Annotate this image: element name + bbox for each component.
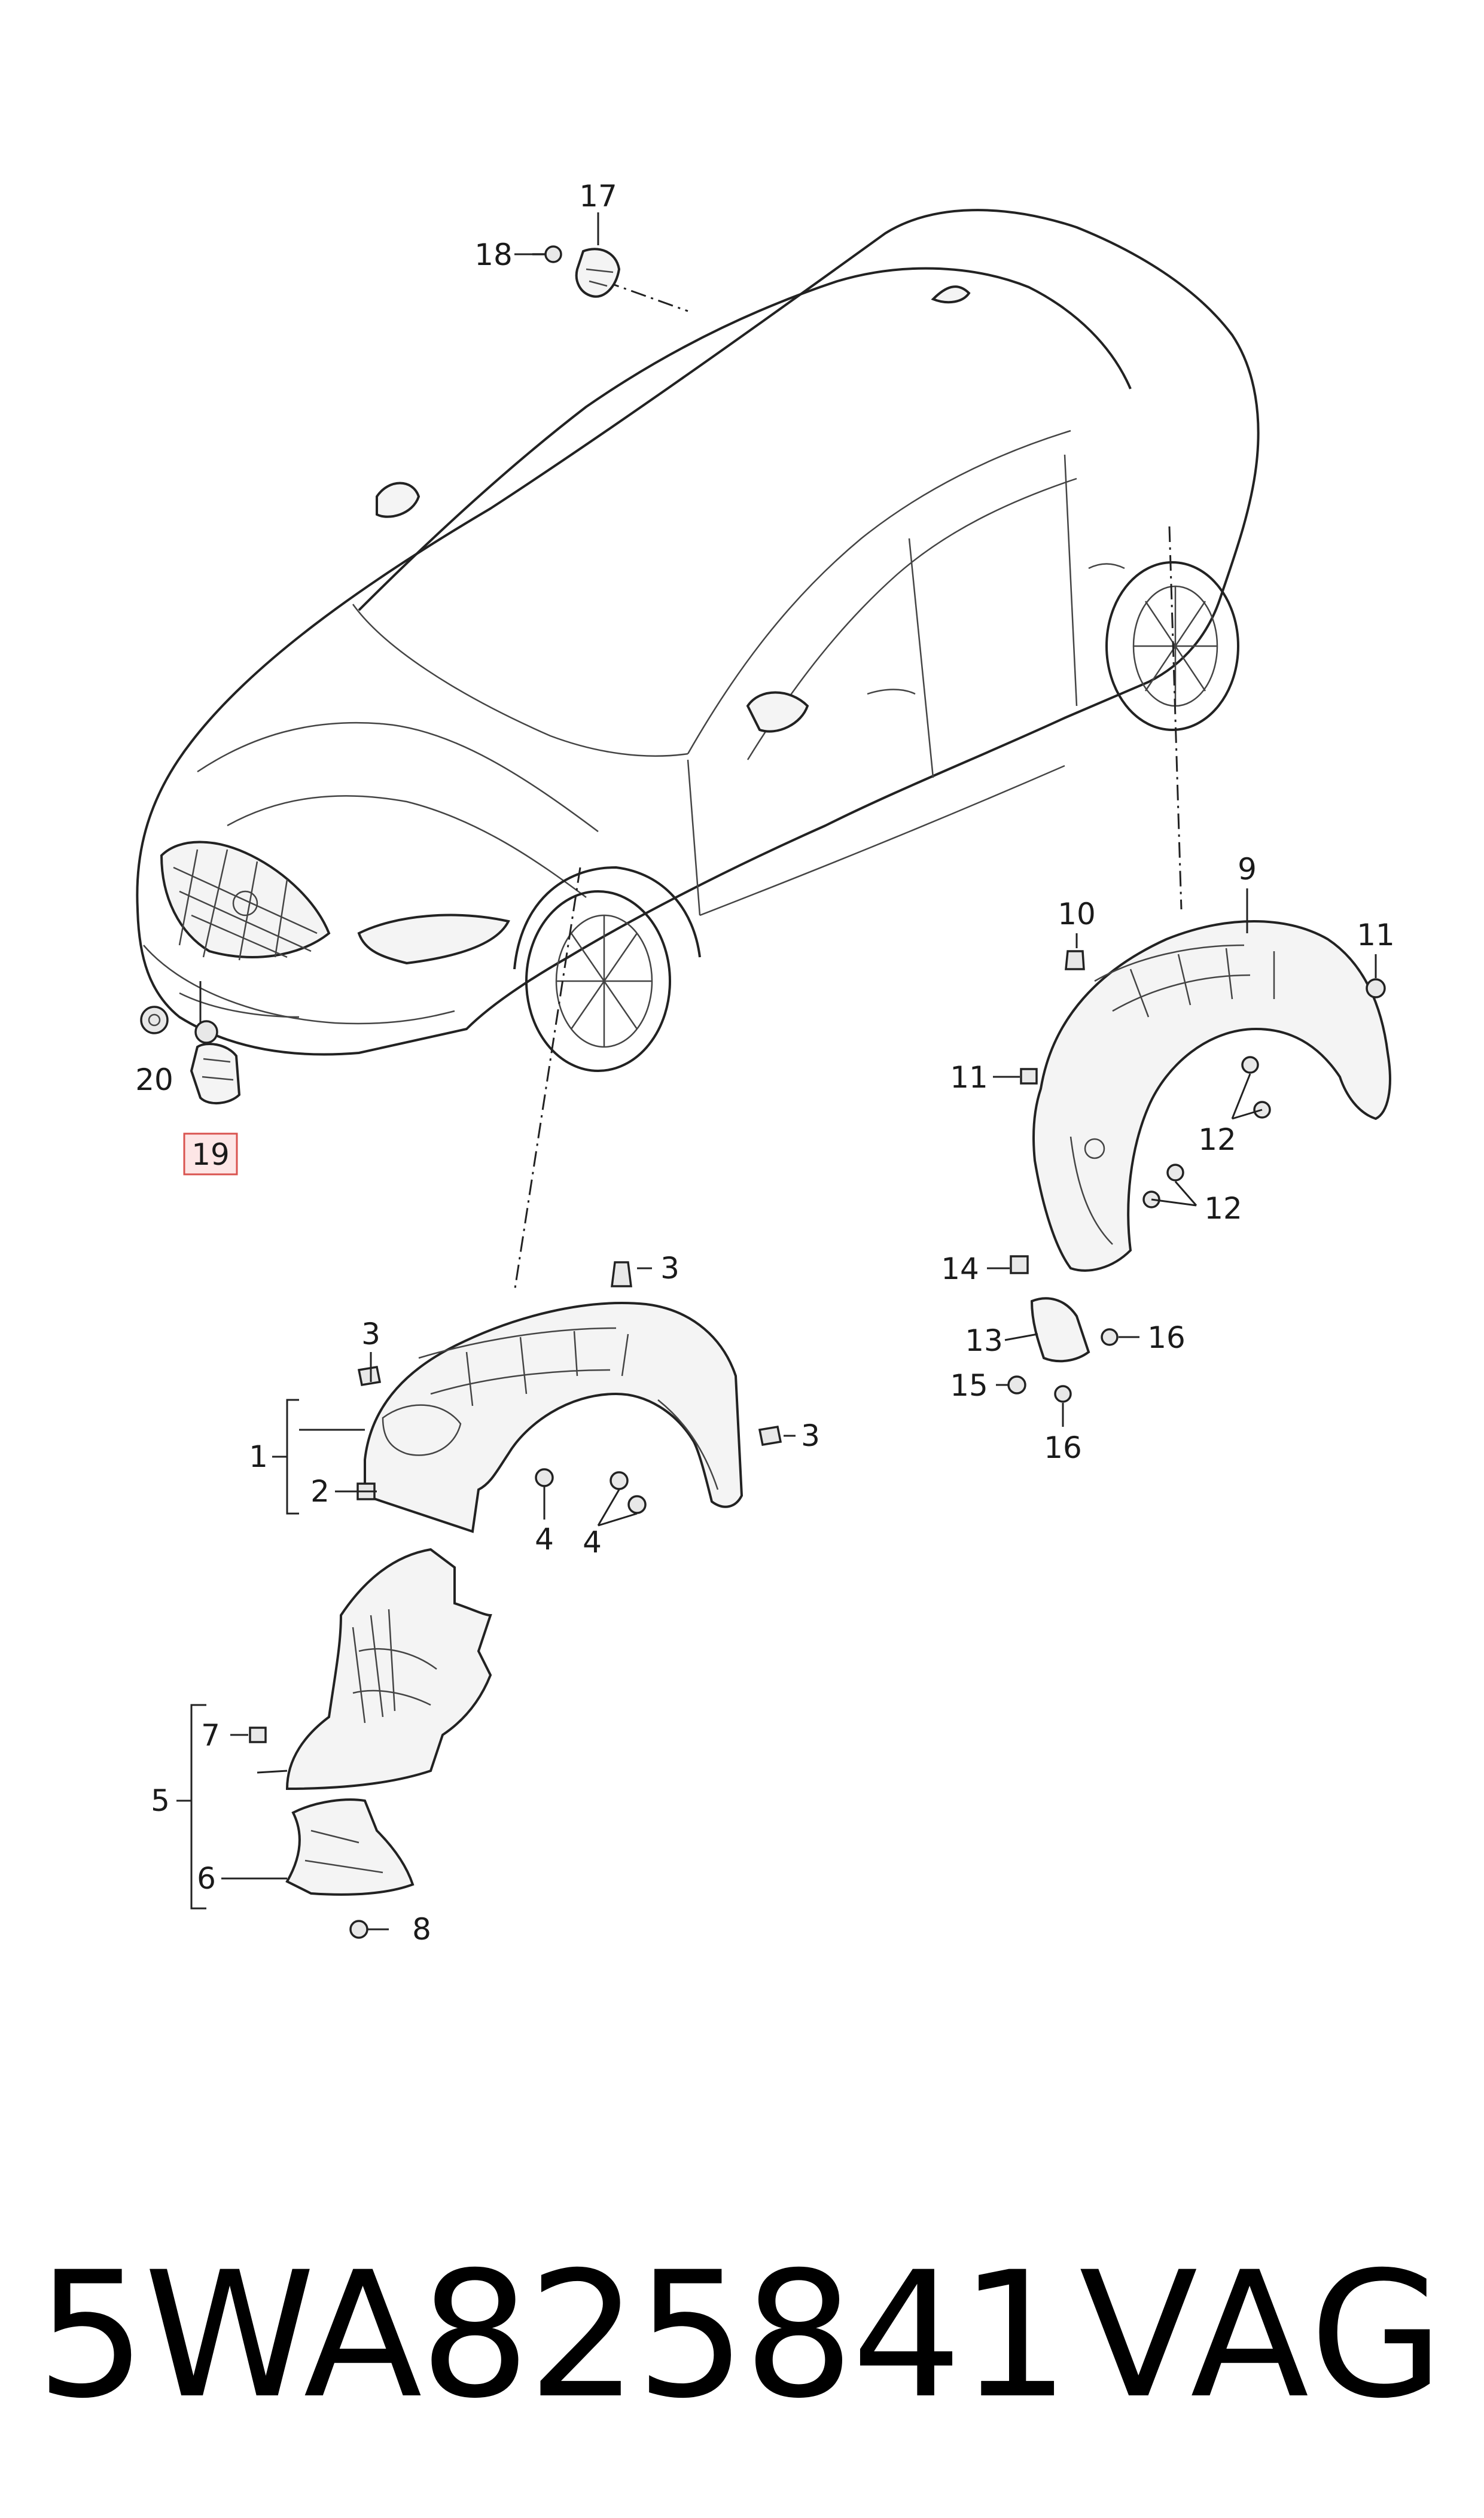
callout-4-right: 4 (583, 1525, 602, 1560)
part-4-screw-a (535, 1468, 554, 1487)
callout-3-top: 3 (660, 1251, 679, 1286)
callout-17: 17 (579, 179, 617, 214)
callout-3-left: 3 (361, 1317, 380, 1351)
callout-3-right: 3 (801, 1418, 820, 1453)
callout-20: 20 (135, 1062, 173, 1097)
part-10-clip (1065, 950, 1085, 970)
part-12-screw-a (1241, 1056, 1259, 1074)
part-3-clip-left (357, 1365, 382, 1387)
part-3-clip-right (758, 1425, 782, 1447)
part-6-bracket (285, 1798, 415, 1896)
part-number-label: 5WA825841 (36, 2235, 1070, 2437)
connector-line-rear (1168, 526, 1183, 910)
callout-1: 1 (249, 1439, 268, 1474)
part-19-bracket (190, 1043, 241, 1105)
part-3-clip-top (611, 1261, 632, 1287)
part-13-bracket (1030, 1297, 1090, 1363)
callout-4-left: 4 (535, 1522, 554, 1557)
callout-9: 9 (1238, 852, 1257, 887)
callout-14: 14 (941, 1252, 979, 1286)
callout-2: 2 (310, 1474, 330, 1509)
callout-5: 5 (151, 1783, 170, 1818)
part-15-screw (1007, 1375, 1026, 1395)
part-16-screw-b (1054, 1385, 1072, 1403)
callout-8: 8 (412, 1912, 431, 1947)
callout-18: 18 (474, 238, 513, 272)
part-11-clip-left (1020, 1068, 1038, 1085)
connector-line-front (513, 867, 581, 1293)
callout-19: 19 (191, 1137, 230, 1172)
part-12-screw-c (1166, 1164, 1184, 1182)
callout-10: 10 (1058, 897, 1096, 931)
callout-16-right: 16 (1147, 1320, 1186, 1355)
callout-7: 7 (201, 1718, 220, 1753)
callout-16-bottom: 16 (1044, 1430, 1082, 1465)
connector-line-17 (604, 280, 688, 312)
part-8-screw (349, 1920, 368, 1939)
part-4-screw-c (627, 1495, 647, 1514)
footer: 5WA825841 VAG (36, 2237, 1448, 2435)
callout-12-lower: 12 (1204, 1191, 1242, 1226)
callout-12-upper: 12 (1198, 1122, 1236, 1157)
callout-11-right: 11 (1357, 918, 1395, 952)
callout-15: 15 (950, 1368, 988, 1403)
callout-6: 6 (197, 1861, 216, 1896)
part-11-clip-right (1366, 978, 1386, 998)
part-14-clip (1010, 1255, 1029, 1274)
part-20-nut (140, 1006, 218, 1044)
part-17-bracket (575, 248, 621, 298)
part-7-nut (249, 1727, 267, 1743)
part-16-screw-a (1101, 1328, 1119, 1346)
highlight-box-19 (183, 1132, 238, 1176)
part-5-lower-liner (285, 1548, 492, 1791)
callout-11-left: 11 (950, 1060, 988, 1095)
callout-13: 13 (965, 1323, 1003, 1358)
brand-label: VAG (1079, 2235, 1448, 2437)
part-4-screw-b (610, 1471, 629, 1490)
car-illustration (136, 209, 1260, 1072)
part-1-front-wheel-housing-liner (364, 1302, 743, 1533)
